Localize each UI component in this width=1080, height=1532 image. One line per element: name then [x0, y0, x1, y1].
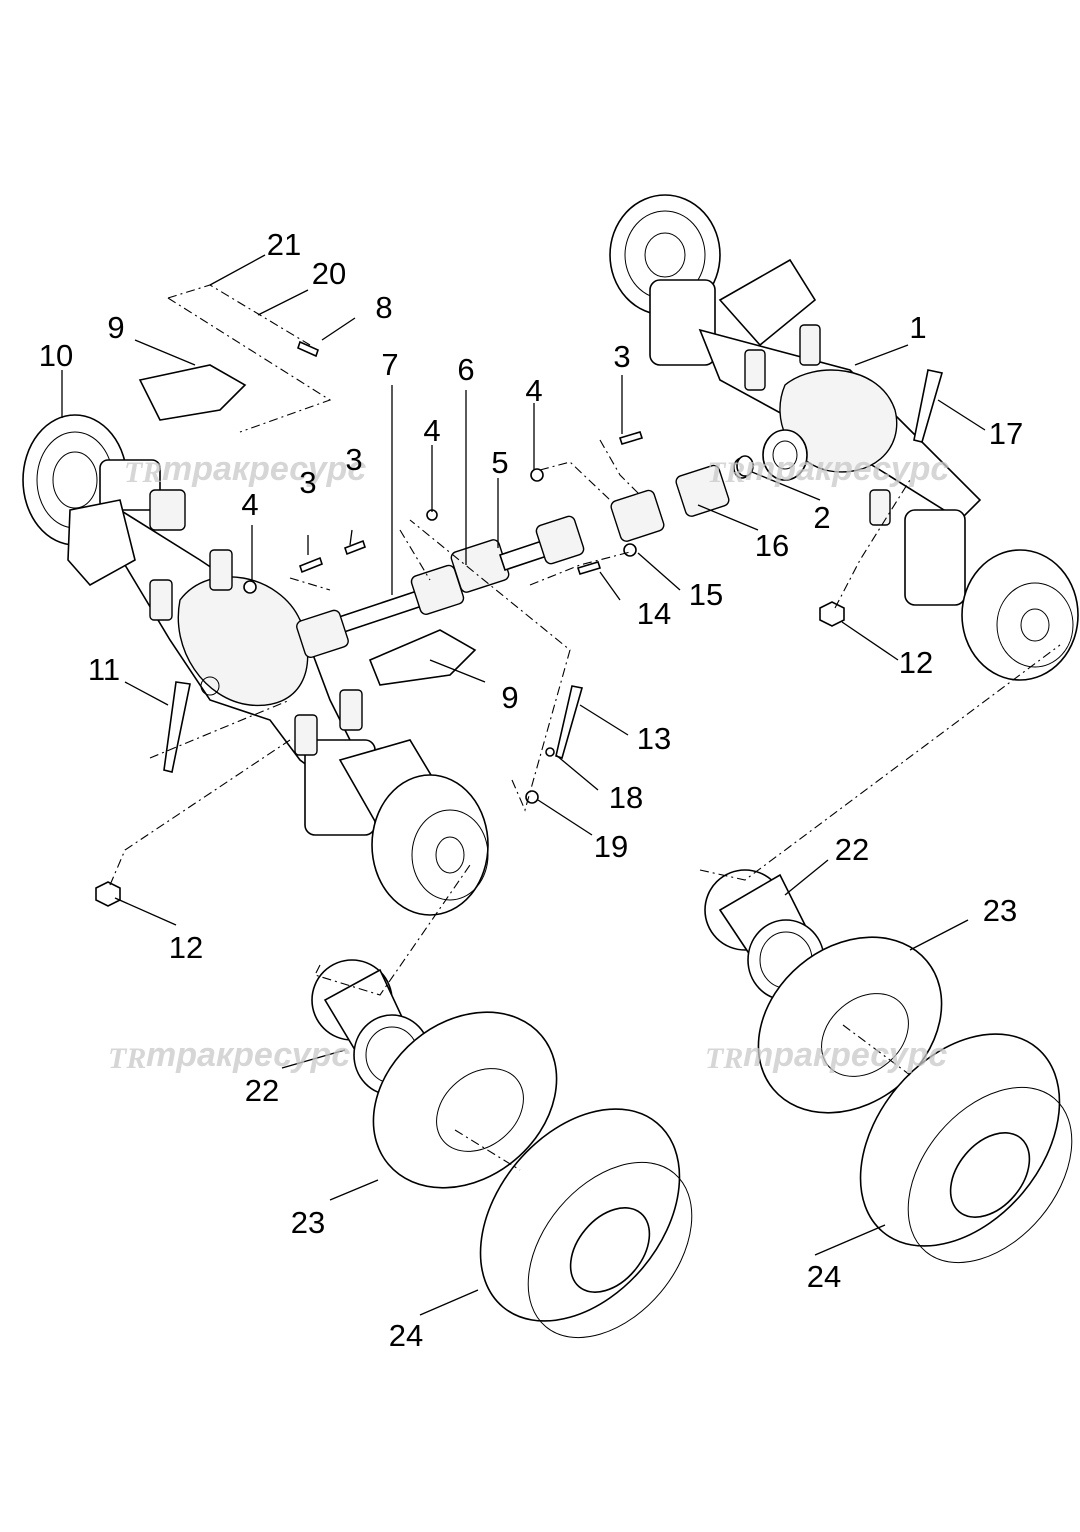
rear-axle-assembly — [609, 194, 1079, 681]
callout-4: 4 — [525, 373, 542, 408]
watermark-logo: TR — [108, 1042, 146, 1075]
rear-wheel-set — [704, 869, 1073, 1264]
callout-24: 24 — [389, 1318, 423, 1353]
callout-4: 4 — [423, 413, 440, 448]
callout-12: 12 — [169, 930, 203, 965]
watermark-text: тракресурс — [743, 1036, 947, 1074]
callout-16: 16 — [755, 528, 789, 563]
callout-23: 23 — [983, 893, 1017, 928]
callout-15: 15 — [689, 577, 723, 612]
leader-lines — [61, 254, 986, 1316]
watermark-bottom-left: TR тракресурс — [108, 1036, 350, 1075]
watermark-top-right: TR тракресурс — [707, 450, 949, 489]
watermark-bottom-right: TR тракресурс — [705, 1036, 947, 1075]
callout-24: 24 — [807, 1259, 841, 1294]
callout-3: 3 — [299, 465, 316, 500]
callout-22: 22 — [835, 832, 869, 867]
callout-22: 22 — [245, 1073, 279, 1108]
watermark-top-left: TR тракресурс — [124, 450, 366, 489]
watermark-logo: TR — [705, 1042, 743, 1075]
callout-18: 18 — [609, 780, 643, 815]
callout-3: 3 — [613, 339, 630, 374]
watermark-logo: TR — [124, 456, 162, 489]
callout-7: 7 — [381, 347, 398, 382]
callout-4: 4 — [241, 487, 258, 522]
watermark-text: тракресурс — [162, 450, 366, 488]
callout-11: 11 — [88, 652, 120, 687]
callout-3: 3 — [345, 442, 362, 477]
assembly-lines — [109, 284, 1061, 1171]
watermark-logo: TR — [707, 456, 745, 489]
callout-19: 19 — [594, 829, 628, 864]
watermark-text: тракресурс — [745, 450, 949, 488]
driveshaft — [296, 457, 751, 659]
callout-5: 5 — [491, 445, 508, 480]
callout-12: 12 — [899, 645, 933, 680]
callout-17: 17 — [989, 416, 1023, 451]
callout-labels: 1 2 3 3 3 4 4 4 5 6 7 8 9 9 10 11 12 12 … — [39, 227, 1023, 1353]
callout-9: 9 — [107, 310, 124, 345]
callout-21: 21 — [267, 227, 301, 262]
callout-6: 6 — [457, 352, 474, 387]
callout-9: 9 — [501, 680, 518, 715]
fasteners — [95, 340, 944, 907]
watermark-text: тракресурс — [146, 1036, 350, 1074]
callout-20: 20 — [312, 256, 346, 291]
callout-14: 14 — [637, 596, 671, 631]
callout-13: 13 — [637, 721, 671, 756]
front-axle-assembly — [22, 414, 489, 916]
front-wheel-set — [311, 959, 693, 1339]
callout-8: 8 — [375, 290, 392, 325]
callout-2: 2 — [813, 500, 830, 535]
callout-1: 1 — [909, 310, 926, 345]
callout-10: 10 — [39, 338, 73, 373]
callout-23: 23 — [291, 1205, 325, 1240]
